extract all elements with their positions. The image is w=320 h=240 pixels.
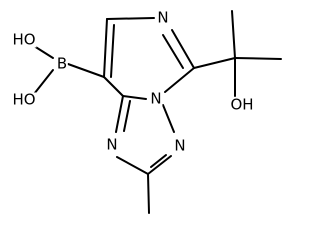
bond-c2-n3-inner [150,154,167,168]
bond-c2-n3 [147,155,172,175]
bond-cq-methyl-right [234,57,282,60]
bond-n3-n4 [162,104,175,133]
atom-label-hydroxyl: OH [229,95,255,114]
atom-label-nitrogen-bridgehead: N [149,89,163,108]
bond-c8-c7 [103,18,108,78]
atom-label-ho-top: HO [11,30,37,49]
bond-c5-cq [193,57,236,69]
bond-c5-n4 [164,67,195,93]
bond-c8a-n1 [115,95,124,133]
bond-c8-c7-inner [110,24,115,78]
bond-n6-c5 [171,29,195,69]
bond-c2-methyl [147,173,150,214]
bond-ho-top-b [33,45,54,59]
structure-canvas: HO HO B N N N N OH [11,8,282,214]
bond-layer [33,10,282,214]
atom-label-boron: B [55,54,69,73]
bond-n4-c8a [122,95,147,100]
atom-label-nitrogen-triazole-left: N [105,135,119,154]
bond-n6-c5-inner [162,34,184,69]
bond-n1-c2 [116,156,149,175]
atom-label-nitrogen-triazole-right: N [173,136,187,155]
bond-ho-bottom-b [33,69,54,95]
atom-label-nitrogen-pyrimidine: N [156,8,170,27]
bond-c7-n6 [106,17,155,20]
bond-cq-methyl-up [231,10,236,59]
bond-b-c8 [67,63,105,78]
bond-c8a-n1-inner [123,100,131,132]
atom-label-ho-bottom: HO [11,90,37,109]
bond-c8a-c8 [103,76,124,97]
